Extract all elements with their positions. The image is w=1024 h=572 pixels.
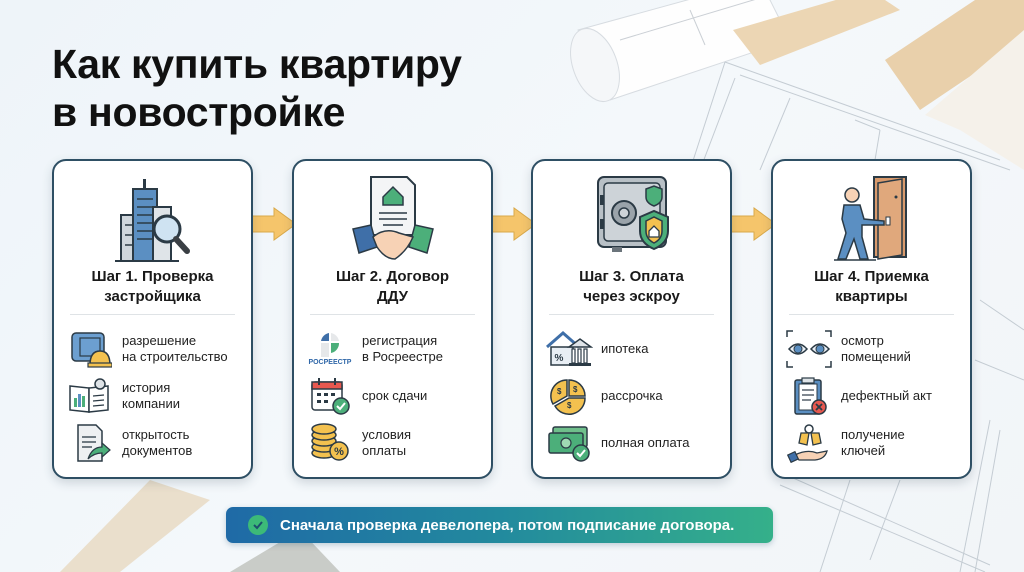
- pie-coins-icon: $$$: [545, 375, 593, 417]
- list-item: дефектный акт: [785, 372, 962, 419]
- tip-banner-text: Сначала проверка девелопера, потом подпи…: [280, 516, 735, 534]
- list-item: $$$ рассрочка: [545, 372, 722, 419]
- house-bank-icon: %: [545, 328, 593, 370]
- page-title-line2: в новостройке: [52, 89, 346, 135]
- step-card-3: Шаг 3. Оплата через эскроу % ипотека: [531, 159, 732, 479]
- check-circle-icon: [248, 515, 268, 535]
- svg-text:$: $: [567, 401, 572, 410]
- clipboard-x-icon: [785, 375, 833, 417]
- divider: [789, 314, 954, 315]
- svg-text:%: %: [334, 446, 344, 458]
- blueprint-helmet-icon: [66, 328, 114, 370]
- cash-check-icon: [545, 422, 593, 464]
- rosreestr-logo-icon: РОСРЕЕСТР: [306, 328, 354, 370]
- person-door-icon: [773, 175, 970, 263]
- svg-text:%: %: [555, 353, 564, 364]
- safe-shield-icon: [533, 175, 730, 263]
- tip-banner: Сначала проверка девелопера, потом подпи…: [226, 507, 773, 543]
- divider: [549, 314, 714, 315]
- list-item: срок сдачи: [306, 372, 483, 419]
- coins-percent-icon: %: [306, 422, 354, 464]
- svg-text:$: $: [557, 387, 562, 396]
- divider: [310, 314, 475, 315]
- svg-text:$: $: [573, 385, 578, 394]
- step-title: Шаг 3. Оплата через эскроу: [579, 268, 684, 305]
- list-item: % ипотека: [545, 325, 722, 372]
- book-chart-gear-icon: [66, 375, 114, 417]
- step-card-2: Шаг 2. Договор ДДУ РОСРЕЕСТР регистрация…: [292, 159, 493, 479]
- keys-hand-icon: [785, 422, 833, 464]
- eyes-inspect-icon: [785, 328, 833, 370]
- calendar-check-icon: [306, 375, 354, 417]
- page-title-line1: Как купить квартиру: [52, 41, 462, 87]
- document-share-icon: [66, 422, 114, 464]
- step-items: % ипотека $$$ рассрочка: [545, 325, 722, 466]
- page-title: Как купить квартиру в новостройке: [52, 40, 462, 136]
- step-title: Шаг 2. Договор ДДУ: [335, 268, 450, 305]
- list-item: полная оплата: [545, 419, 722, 466]
- divider: [70, 314, 235, 315]
- contract-handshake-icon: [294, 175, 491, 263]
- building-magnifier-icon: [54, 175, 251, 263]
- step-title: Шаг 4. Приемка квартиры: [814, 268, 929, 305]
- step-title: Шаг 1. Проверка застройщика: [91, 268, 214, 305]
